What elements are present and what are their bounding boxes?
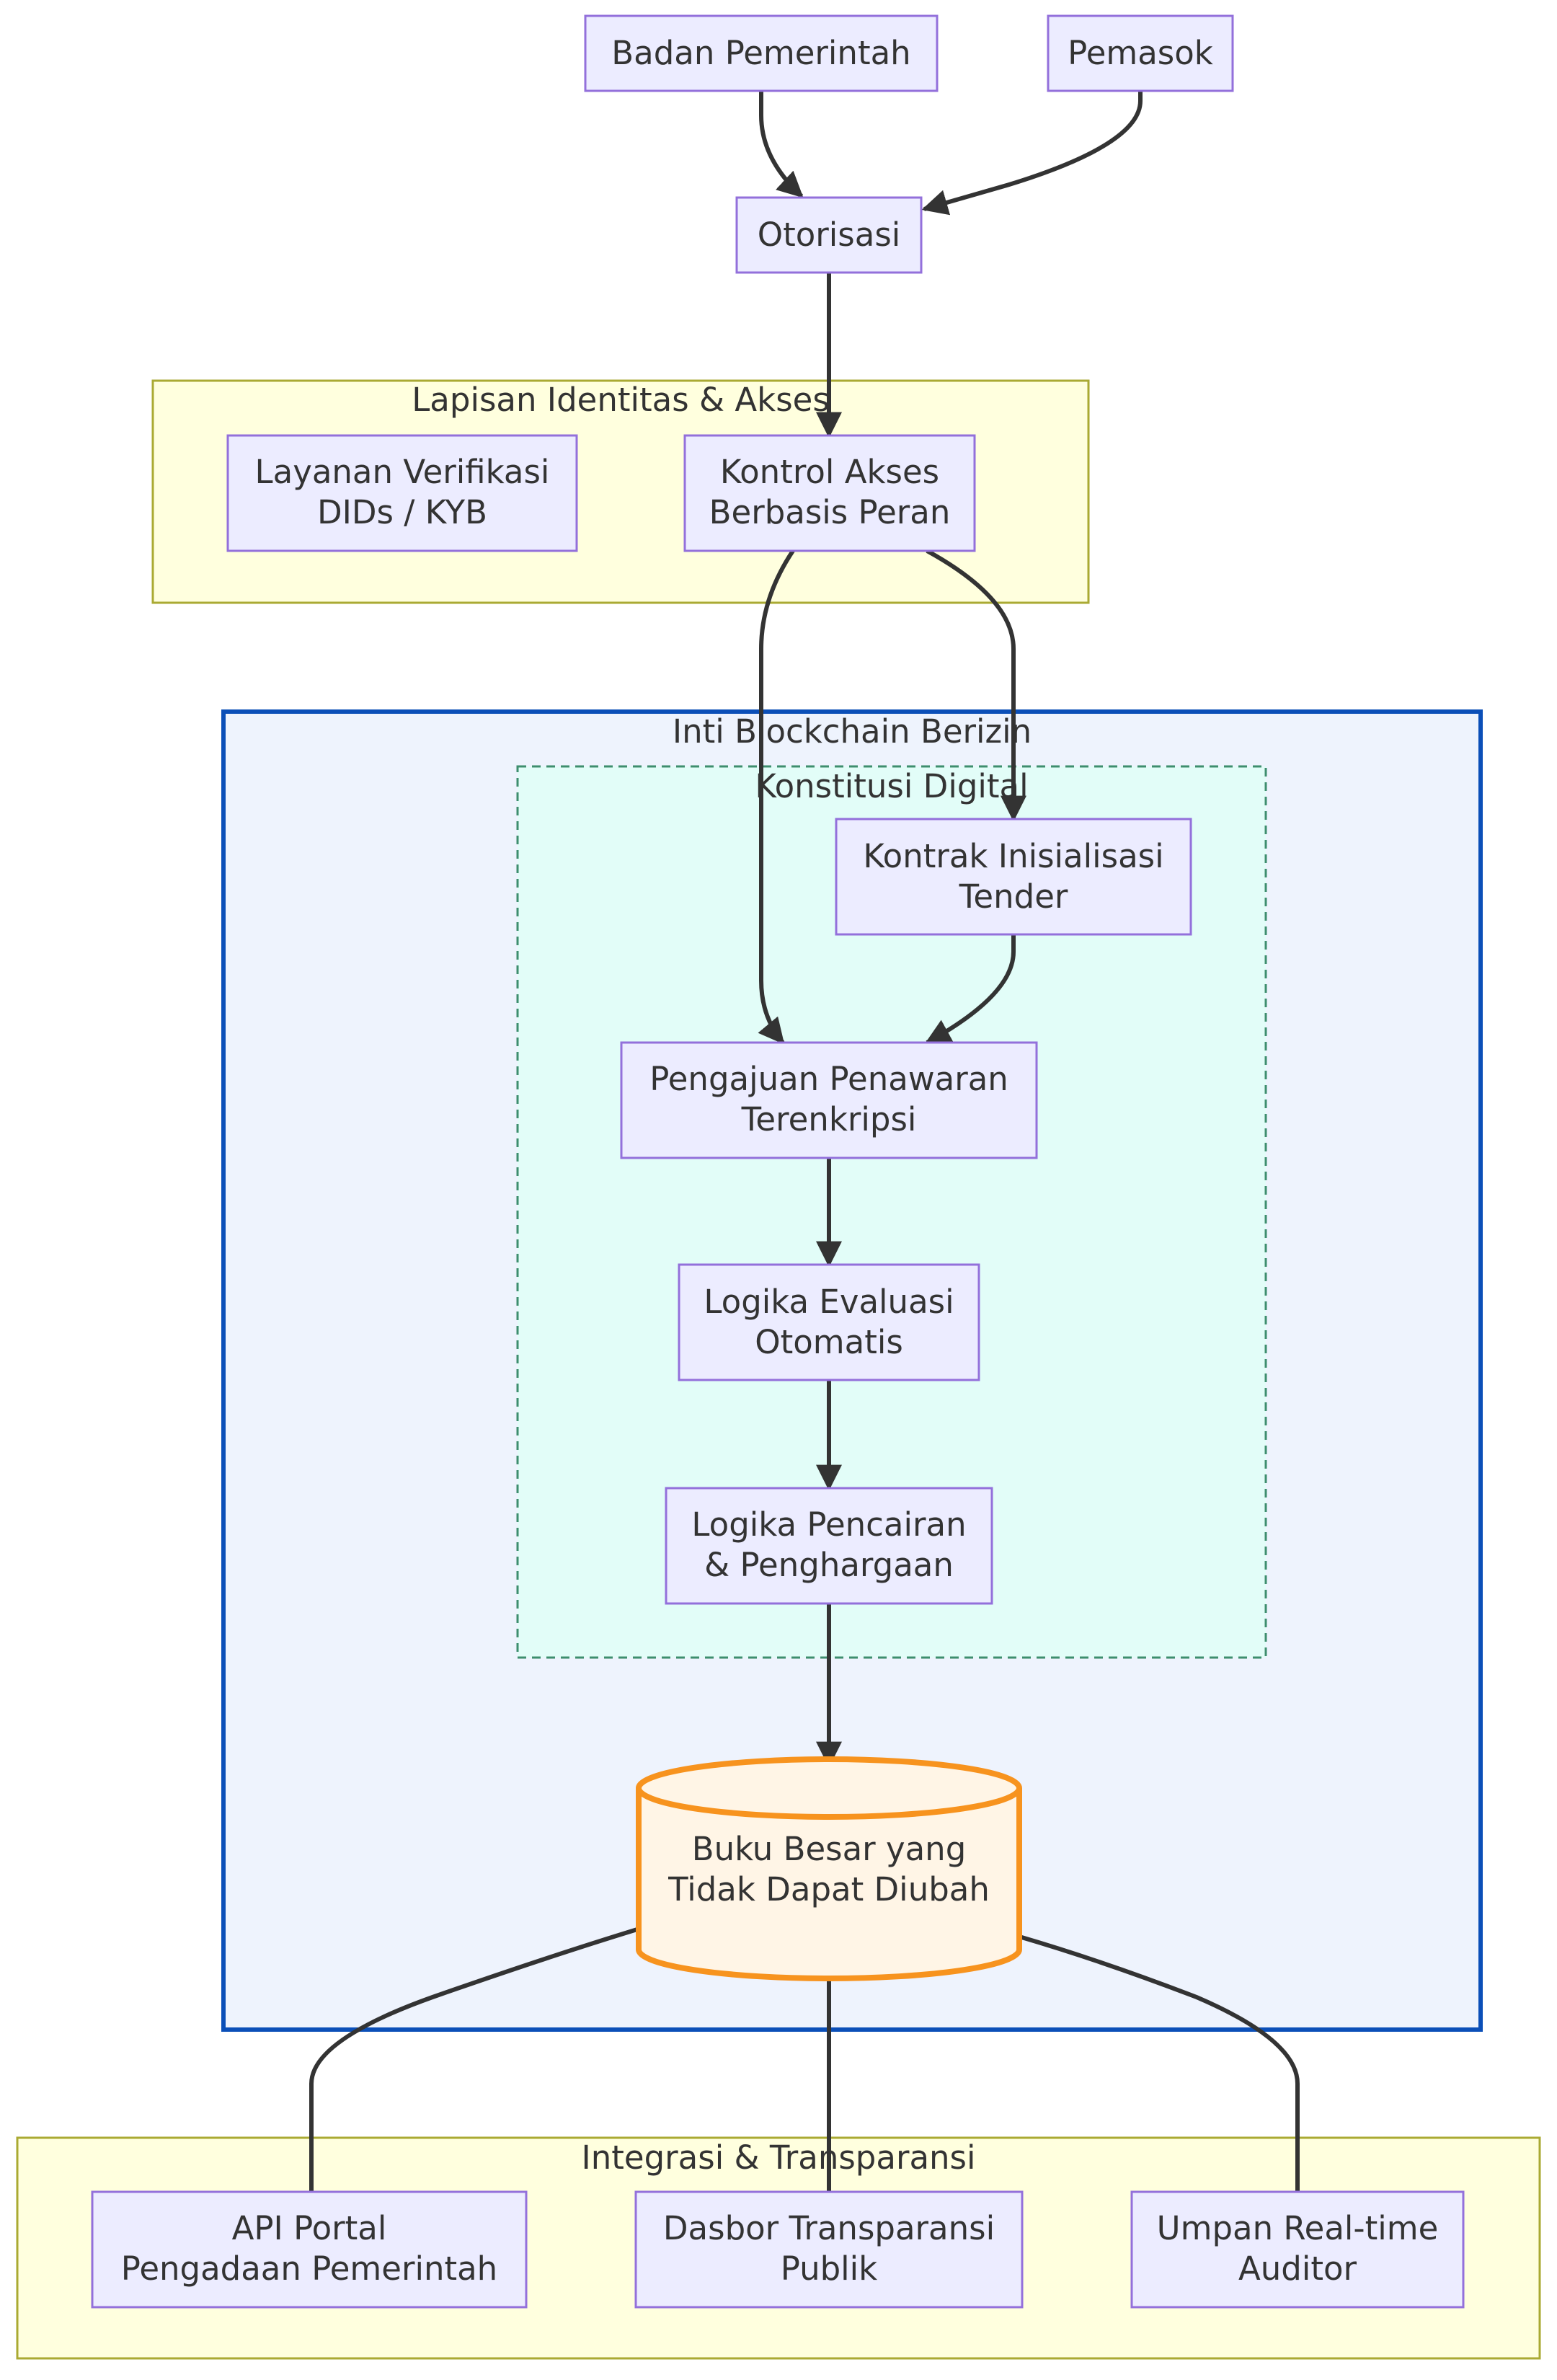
node-did-label-2: DIDs / KYB	[317, 493, 487, 531]
cluster-identity-label: Lapisan Identitas & Akses	[412, 381, 830, 419]
node-rbac-label-1: Kontrol Akses	[720, 453, 939, 491]
node-api-label-2: Pengadaan Pemerintah	[121, 2250, 497, 2288]
node-supplier-label: Pemasok	[1068, 34, 1213, 72]
node-dashboard-label-2: Publik	[781, 2250, 878, 2288]
node-ledger-label-1: Buku Besar yang	[692, 1830, 967, 1868]
node-payout-label-2: & Penghargaan	[704, 1546, 954, 1584]
node-bid-label-1: Pengajuan Penawaran	[649, 1060, 1008, 1098]
edge-rbac-tender	[926, 549, 1026, 822]
node-layer: Badan Pemerintah Pemasok Otorisasi Layan…	[91, 14, 1465, 2309]
edge-ledger-auditor	[1019, 1934, 1300, 2192]
node-supplier[interactable]: Pemasok	[1047, 14, 1234, 92]
node-ledger-label-2: Tidak Dapat Diubah	[667, 1870, 990, 1908]
node-gov-label: Badan Pemerintah	[611, 34, 910, 72]
node-eval[interactable]: Logika Evaluasi Otomatis	[678, 1263, 980, 1381]
cluster-integration-label: Integrasi & Transparansi	[581, 2138, 975, 2177]
edge-gov-auth	[759, 91, 804, 198]
node-eval-label-2: Otomatis	[755, 1323, 903, 1361]
node-auth-label: Otorisasi	[758, 216, 901, 254]
node-bid-label-2: Terenkripsi	[741, 1100, 917, 1138]
node-payout-label-1: Logika Pencairan	[691, 1505, 966, 1544]
edge-tender-bid	[924, 934, 1016, 1045]
node-did-label-1: Layanan Verifikasi	[255, 453, 550, 491]
node-bid[interactable]: Pengajuan Penawaran Terenkripsi	[620, 1041, 1038, 1159]
node-api[interactable]: API Portal Pengadaan Pemerintah	[91, 2190, 528, 2309]
node-api-label-1: API Portal	[232, 2209, 387, 2247]
node-payout[interactable]: Logika Pencairan & Penghargaan	[665, 1487, 993, 1605]
edge-supplier-auth	[921, 91, 1143, 216]
node-dashboard-label-1: Dasbor Transparansi	[663, 2209, 995, 2247]
node-eval-label-1: Logika Evaluasi	[704, 1283, 954, 1321]
edge-rbac-bid	[758, 549, 795, 1045]
node-tender-label-1: Kontrak Inisialisasi	[863, 837, 1163, 875]
node-auditor-label-1: Umpan Real-time	[1157, 2209, 1439, 2247]
edge-ledger-api	[309, 1927, 638, 2192]
node-did[interactable]: Layanan Verifikasi DIDs / KYB	[226, 434, 578, 552]
node-gov[interactable]: Badan Pemerintah	[584, 14, 939, 92]
node-dashboard[interactable]: Dasbor Transparansi Publik	[634, 2190, 1024, 2309]
node-tender-label-2: Tender	[959, 877, 1068, 916]
node-auth[interactable]: Otorisasi	[735, 196, 923, 274]
node-rbac[interactable]: Kontrol Akses Berbasis Peran	[683, 434, 976, 552]
node-auditor-label-2: Auditor	[1238, 2250, 1357, 2288]
node-ledger[interactable]: Buku Besar yang Tidak Dapat Diubah	[636, 1756, 1022, 1981]
edge-layer	[309, 91, 1300, 2192]
node-tender[interactable]: Kontrak Inisialisasi Tender	[835, 818, 1192, 936]
node-auditor[interactable]: Umpan Real-time Auditor	[1130, 2190, 1465, 2309]
cluster-core-label: Inti Blockchain Berizin	[673, 712, 1032, 751]
cluster-constitution-label: Konstitusi Digital	[755, 767, 1028, 805]
node-rbac-label-2: Berbasis Peran	[709, 493, 951, 531]
